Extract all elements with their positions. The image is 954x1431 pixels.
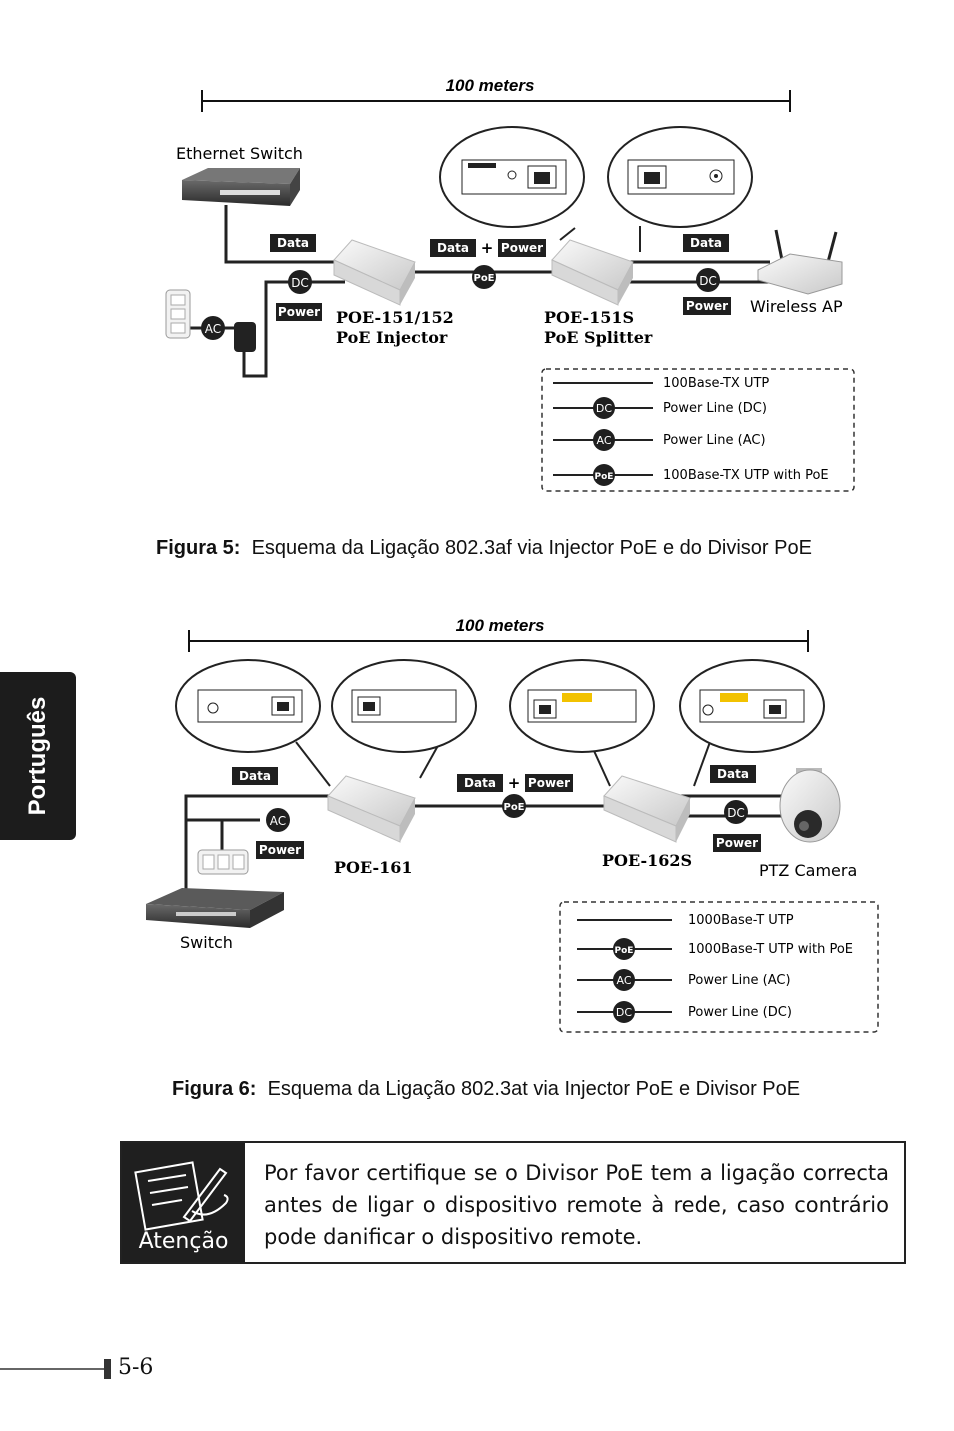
- fig6-legend-label-3: Power Line (AC): [688, 973, 791, 988]
- ptz-camera-icon: [779, 768, 841, 843]
- fig6-badge-dc: DC: [727, 806, 745, 820]
- fig6-legend-label-2: 1000Base-T UTP with PoE: [688, 942, 853, 957]
- fig5-legend-label-2: Power Line (DC): [663, 401, 767, 416]
- fig5-tag-data-3: Data: [690, 236, 722, 250]
- fig5-legend-label-4: 100Base-TX UTP with PoE: [663, 468, 829, 483]
- fig5-legend-badge-3: AC: [596, 434, 611, 447]
- attention-note-label: Atenção: [138, 1229, 229, 1254]
- fig5-tag-power-mid: Power: [501, 241, 543, 255]
- fig5-wireless-ap-label: Wireless AP: [750, 297, 843, 316]
- figure5-caption: Figura 5: Esquema da Ligação 802.3af via…: [156, 537, 812, 560]
- fig5-tag-power-right: Power: [686, 299, 728, 313]
- fig5-injector-name: PoE Injector: [336, 328, 448, 347]
- language-side-tab: Português: [0, 672, 76, 840]
- poe-injector-device-icon: [333, 239, 416, 306]
- ethernet-switch-icon: [182, 168, 300, 206]
- fig5-splitter-model: POE-151S: [544, 308, 634, 327]
- fig5-injector-model: POE-151/152: [336, 308, 454, 327]
- poe-splitter-device-icon: [551, 239, 634, 306]
- injector-port-callout: [439, 126, 585, 241]
- fig6-tag-power-right: Power: [716, 836, 758, 850]
- fig5-legend-label-3: Power Line (AC): [663, 433, 766, 448]
- figure6-caption-label: Figura 6:: [172, 1078, 257, 1100]
- wall-outlet-icon: [165, 289, 191, 339]
- fig5-tag-power-left: Power: [278, 305, 320, 319]
- fig5-tag-plus: +: [481, 239, 494, 257]
- language-side-tab-label: Português: [24, 696, 51, 816]
- figure6-caption-text: Esquema da Ligação 802.3at via Injector …: [267, 1078, 801, 1100]
- fig5-ethernet-switch-label: Ethernet Switch: [176, 144, 303, 163]
- fig5-legend-badge-4: PoE: [595, 472, 614, 482]
- page-number: 5-6: [118, 1355, 154, 1380]
- fig6-badge-poe: PoE: [503, 802, 524, 813]
- fig6-tag-data-1: Data: [239, 769, 271, 783]
- figure5-caption-label: Figura 5:: [156, 537, 241, 559]
- fig6-legend-badge-2: PoE: [615, 946, 634, 956]
- fig6-tag-data-2: Data: [464, 776, 496, 790]
- fig5-badge-dc-left: DC: [291, 276, 309, 290]
- poe-161-front-callout: [331, 659, 477, 779]
- splitter-port-callout: [607, 126, 753, 252]
- fig5-distance: 100 meters: [446, 76, 535, 95]
- attention-note: Atenção Por favor certifique se o Diviso…: [120, 1141, 906, 1264]
- fig6-tag-data-3: Data: [717, 767, 749, 781]
- fig5-legend-label-1: 100Base-TX UTP: [663, 376, 769, 391]
- fig6-badge-ac: AC: [270, 814, 286, 828]
- fig6-tag-power-mid: Power: [528, 776, 570, 790]
- attention-note-icon-panel: Atenção: [122, 1143, 245, 1262]
- fig5-badge-ac: AC: [205, 322, 221, 336]
- note-pen-icon: [134, 1161, 229, 1231]
- poe-162s-rear-callout: [679, 659, 825, 787]
- fig6-switch-label: Switch: [180, 933, 233, 952]
- network-switch-icon: [146, 888, 284, 928]
- poe-161-device-icon: [327, 775, 416, 843]
- fig6-splitter-model: POE-162S: [602, 851, 692, 870]
- fig6-legend-label-4: Power Line (DC): [688, 1005, 792, 1020]
- figure5-diagram: 100 meters Ethernet Switch: [165, 76, 855, 492]
- fig6-legend-badge-4: DC: [616, 1006, 632, 1019]
- fig5-tag-data-2: Data: [437, 241, 469, 255]
- figure6-caption: Figura 6: Esquema da Ligação 802.3at via…: [172, 1078, 800, 1101]
- poe-161-rear-callout: [175, 659, 331, 787]
- fig5-legend: 100Base-TX UTP DC Power Line (DC) AC Pow…: [541, 368, 855, 492]
- fig6-tag-power-left: Power: [259, 843, 301, 857]
- wireless-ap-icon: [757, 229, 843, 295]
- fig6-tag-plus: +: [508, 774, 521, 792]
- fig6-injector-model: POE-161: [334, 858, 413, 877]
- fig6-camera-label: PTZ Camera: [759, 861, 857, 880]
- attention-note-text: Por favor certifique se o Divisor PoE te…: [264, 1161, 889, 1249]
- fig5-splitter-name: PoE Splitter: [544, 328, 653, 347]
- poe-162s-device-icon: [603, 775, 691, 843]
- fig6-legend-label-1: 1000Base-T UTP: [688, 913, 794, 928]
- fig6-distance: 100 meters: [456, 616, 545, 635]
- fig6-legend: 1000Base-T UTP PoE 1000Base-T UTP with P…: [559, 901, 879, 1033]
- fig6-legend-badge-3: AC: [616, 974, 631, 987]
- poe-162s-front-callout: [509, 659, 655, 787]
- fig5-badge-dc-right: DC: [699, 274, 717, 288]
- fig5-tag-data-1: Data: [277, 236, 309, 250]
- figure6-diagram: 100 meters Switch: [146, 616, 879, 1033]
- power-adapter-icon: [234, 322, 256, 352]
- fig5-legend-badge-2: DC: [596, 402, 612, 415]
- fig5-badge-poe: PoE: [473, 273, 494, 284]
- power-strip-icon: [197, 849, 249, 875]
- figure5-caption-text: Esquema da Ligação 802.3af via Injector …: [251, 537, 812, 559]
